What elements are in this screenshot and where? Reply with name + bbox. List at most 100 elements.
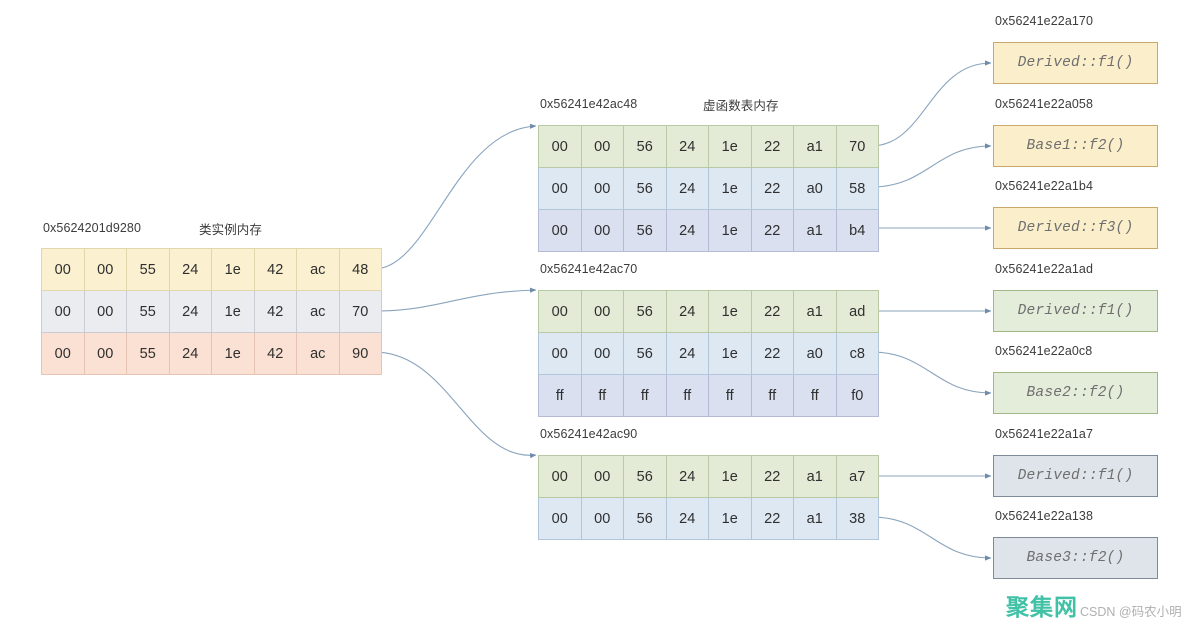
memory-byte-cell: 55 [126, 248, 170, 291]
memory-byte-cell: ff [623, 374, 667, 417]
function-box[interactable]: Derived::f1() [993, 42, 1158, 84]
function-box[interactable]: Derived::f1() [993, 455, 1158, 497]
memory-byte-cell: 24 [665, 167, 709, 210]
memory-byte-cell: a1 [793, 497, 837, 540]
memory-byte-cell: f0 [835, 374, 879, 417]
memory-byte-cell: 00 [41, 290, 85, 333]
function-box[interactable]: Base3::f2() [993, 537, 1158, 579]
memory-byte-cell: 00 [83, 332, 127, 375]
memory-byte-cell: 1e [708, 125, 752, 168]
memory-byte-cell: 1e [708, 455, 752, 498]
vtable1-address-label: 0x56241e42ac48 [540, 97, 638, 111]
wire-instance-row2-to-vtable2 [373, 287, 537, 312]
memory-byte-cell: a1 [793, 455, 837, 498]
memory-byte-cell: b4 [835, 209, 879, 252]
memory-byte-cell: ff [793, 374, 837, 417]
memory-byte-cell: 24 [665, 332, 709, 375]
memory-byte-cell: 1e [211, 332, 255, 375]
wire-instance-row3-to-vtable3 [373, 351, 537, 459]
wire-instance-row1-to-vtable1 [373, 123, 537, 270]
function-address-label: 0x56241e22a1a7 [995, 427, 1094, 441]
function-box[interactable]: Derived::f3() [993, 207, 1158, 249]
memory-byte-cell: 00 [538, 209, 582, 252]
memory-byte-cell: 00 [538, 167, 582, 210]
memory-byte-cell: 24 [665, 497, 709, 540]
memory-byte-cell: 22 [750, 290, 794, 333]
memory-byte-cell: 00 [580, 497, 624, 540]
vtable3-address-label: 0x56241e42ac90 [540, 427, 638, 441]
memory-byte-cell: 42 [253, 248, 297, 291]
memory-byte-cell: 00 [538, 125, 582, 168]
memory-byte-cell: 55 [126, 332, 170, 375]
memory-byte-cell: 42 [253, 290, 297, 333]
memory-byte-cell: ac [296, 290, 340, 333]
function-address-label: 0x56241e22a1ad [995, 262, 1094, 276]
memory-byte-cell: 00 [41, 332, 85, 375]
memory-byte-cell: 55 [126, 290, 170, 333]
vtable1-title: 虚函数表内存 [703, 99, 779, 113]
function-box[interactable]: Base1::f2() [993, 125, 1158, 167]
memory-byte-cell: 1e [708, 332, 752, 375]
wire-vtable1-row2-to-fn2 [870, 143, 992, 188]
watermark-subtitle: CSDN @码农小明 [1080, 605, 1182, 619]
memory-byte-cell: 00 [580, 290, 624, 333]
memory-byte-cell: 22 [750, 167, 794, 210]
memory-byte-cell: 1e [708, 497, 752, 540]
memory-byte-cell: 24 [665, 455, 709, 498]
memory-byte-cell: 56 [623, 455, 667, 498]
memory-byte-cell: 58 [835, 167, 879, 210]
memory-byte-cell: ac [296, 332, 340, 375]
memory-byte-cell: 56 [623, 290, 667, 333]
watermark-brand: 聚集网 [1006, 595, 1078, 621]
function-address-label: 0x56241e22a0c8 [995, 344, 1093, 358]
memory-byte-cell: 1e [211, 290, 255, 333]
memory-byte-cell: 56 [623, 209, 667, 252]
memory-byte-cell: 24 [665, 125, 709, 168]
memory-byte-cell: 90 [338, 332, 382, 375]
memory-byte-cell: ad [835, 290, 879, 333]
memory-byte-cell: 00 [83, 248, 127, 291]
memory-byte-cell: a1 [793, 125, 837, 168]
function-address-label: 0x56241e22a058 [995, 97, 1094, 111]
memory-byte-cell: 48 [338, 248, 382, 291]
memory-byte-cell: 1e [708, 167, 752, 210]
function-box[interactable]: Derived::f1() [993, 290, 1158, 332]
memory-byte-cell: 22 [750, 332, 794, 375]
memory-byte-cell: a0 [793, 332, 837, 375]
memory-byte-cell: 22 [750, 455, 794, 498]
memory-byte-cell: 38 [835, 497, 879, 540]
instance-title: 类实例内存 [199, 223, 263, 237]
function-address-label: 0x56241e22a138 [995, 509, 1094, 523]
memory-byte-cell: 24 [168, 332, 212, 375]
memory-byte-cell: 22 [750, 209, 794, 252]
memory-byte-cell: 00 [538, 455, 582, 498]
function-box[interactable]: Base2::f2() [993, 372, 1158, 414]
wire-vtable2-row2-to-fn5 [870, 351, 992, 396]
memory-byte-cell: a0 [793, 167, 837, 210]
memory-byte-cell: 24 [168, 248, 212, 291]
memory-byte-cell: 00 [538, 290, 582, 333]
function-address-label: 0x56241e22a170 [995, 14, 1094, 28]
memory-byte-cell: ff [750, 374, 794, 417]
memory-byte-cell: 00 [538, 497, 582, 540]
memory-byte-cell: 00 [580, 332, 624, 375]
memory-byte-cell: 22 [750, 125, 794, 168]
